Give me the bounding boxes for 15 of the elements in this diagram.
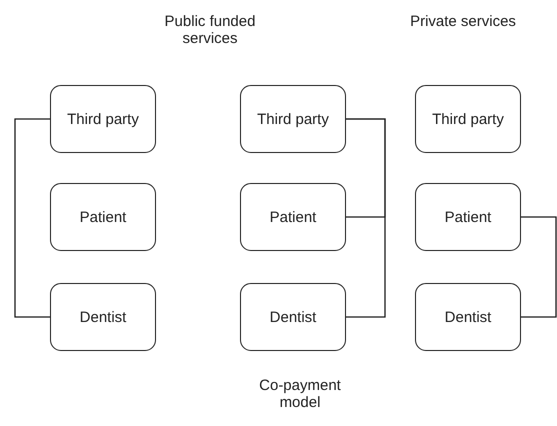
connector-line: [346, 118, 386, 318]
connector-line: [14, 118, 50, 318]
rounded-box: Dentist: [50, 283, 156, 351]
rounded-box: Patient: [240, 183, 346, 251]
rounded-box: Patient: [415, 183, 521, 251]
rounded-box: Dentist: [240, 283, 346, 351]
connector-line: [521, 216, 557, 318]
rounded-box: Patient: [50, 183, 156, 251]
heading-text: Public funded services: [164, 14, 256, 47]
rounded-box: Third party: [240, 85, 346, 153]
rounded-box: Dentist: [415, 283, 521, 351]
heading-text: Co-payment model: [258, 378, 342, 411]
rounded-box: Third party: [415, 85, 521, 153]
rounded-box: Third party: [50, 85, 156, 153]
heading-text: Private services: [409, 14, 517, 30]
